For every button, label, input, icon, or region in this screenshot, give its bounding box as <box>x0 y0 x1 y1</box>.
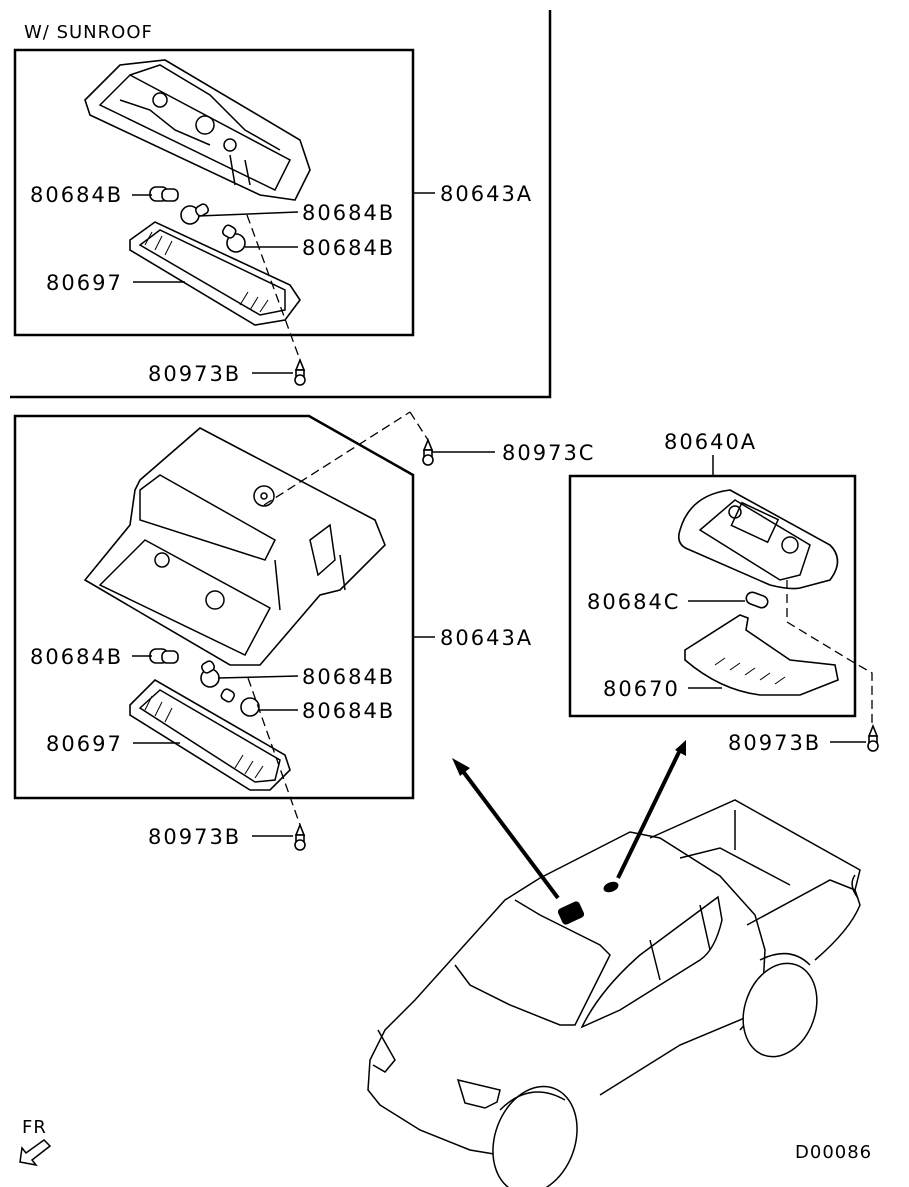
front-label: FR <box>22 1117 47 1138</box>
assembly-box-rear <box>568 474 857 718</box>
screw-icon <box>422 437 434 466</box>
part-label[interactable]: 80684B <box>302 201 395 225</box>
part-label[interactable]: 80643A <box>440 182 533 206</box>
pickup-truck-illustration <box>367 799 861 1187</box>
lamp-housing-sunroof <box>84 59 311 201</box>
location-arrow-rear-lamp <box>616 740 686 879</box>
part-label[interactable]: 80640A <box>664 430 757 454</box>
dome-lamp-housing <box>677 489 839 590</box>
front-direction-indicator: FR <box>19 1117 52 1167</box>
bulb-icon <box>149 648 179 664</box>
part-label[interactable]: 80697 <box>46 732 123 756</box>
bulb-icon <box>149 186 179 202</box>
screw-icon <box>294 822 306 851</box>
bulb-icon <box>200 660 220 688</box>
drawing-id: D00086 <box>795 1142 872 1163</box>
part-label[interactable]: 80684B <box>30 183 123 207</box>
standard-section: 80973C 80643A 80684B 80684B 80684B 80697… <box>13 411 595 851</box>
part-label[interactable]: 80684B <box>302 236 395 260</box>
section-title: W/ SUNROOF <box>24 22 153 43</box>
sunroof-section: W/ SUNROOF <box>10 10 552 399</box>
lamp-housing-standard <box>83 427 386 666</box>
lens-sunroof <box>129 221 301 326</box>
part-label[interactable]: 80973B <box>148 825 241 849</box>
rear-lamp-section: 80640A 80684C 8 <box>568 430 879 755</box>
bulb-icon <box>221 224 246 253</box>
bulb-icon <box>180 203 210 225</box>
part-label[interactable]: 80697 <box>46 271 123 295</box>
part-label[interactable]: 80643A <box>440 626 533 650</box>
dome-lens <box>684 614 839 696</box>
part-label[interactable]: 80684C <box>587 590 680 614</box>
part-label[interactable]: 80684B <box>302 699 395 723</box>
part-label[interactable]: 80670 <box>603 677 680 701</box>
part-label[interactable]: 80973B <box>148 362 241 386</box>
part-label[interactable]: 80684B <box>30 645 123 669</box>
section-border <box>10 10 552 399</box>
bulb-icon <box>745 591 769 609</box>
screw-icon <box>294 357 306 386</box>
front-direction-arrow-icon <box>19 1139 52 1167</box>
part-label[interactable]: 80973C <box>502 441 595 465</box>
lens-standard <box>129 679 291 791</box>
bulb-icon <box>220 688 260 717</box>
part-label[interactable]: 80973B <box>728 731 821 755</box>
part-label[interactable]: 80684B <box>302 665 395 689</box>
screw-icon <box>867 723 879 752</box>
